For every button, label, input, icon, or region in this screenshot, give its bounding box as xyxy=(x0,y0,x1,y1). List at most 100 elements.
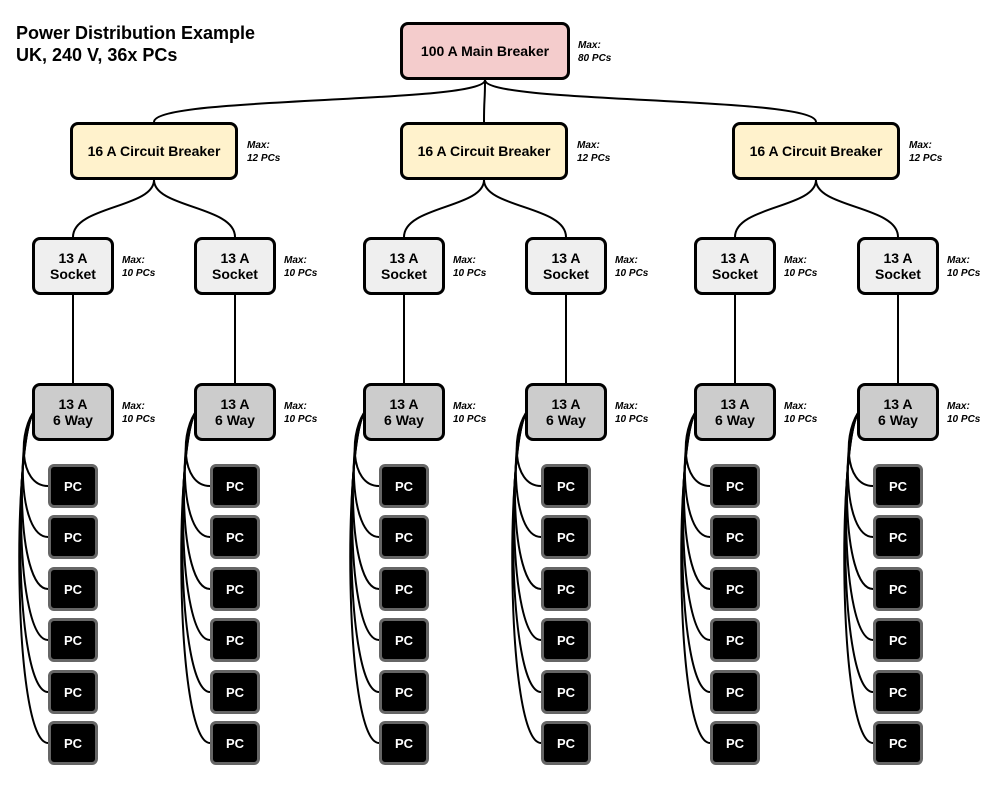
pc-5-2: PC xyxy=(710,515,760,559)
pc-1-3: PC xyxy=(48,567,98,611)
pc-2-5: PC xyxy=(210,670,260,714)
max-label: Max: xyxy=(247,140,270,151)
pc-2-4: PC xyxy=(210,618,260,662)
extension-lead-6-max: Max: 10 PCs xyxy=(947,400,980,426)
pc-6-6: PC xyxy=(873,721,923,765)
pc-3-3: PC xyxy=(379,567,429,611)
pc-2-3: PC xyxy=(210,567,260,611)
extension-lead-1-max: Max: 10 PCs xyxy=(122,400,155,426)
extension-lead-3-max: Max: 10 PCs xyxy=(453,400,486,426)
max-value: 10 PCs xyxy=(122,414,156,425)
pc-5-6: PC xyxy=(710,721,760,765)
pc-5-5: PC xyxy=(710,670,760,714)
max-label: Max: xyxy=(909,140,932,151)
circuit-breaker-3-max: Max: 12 PCs xyxy=(909,139,942,165)
pc-4-5: PC xyxy=(541,670,591,714)
pc-1-1: PC xyxy=(48,464,98,508)
pc-4-2: PC xyxy=(541,515,591,559)
max-label: Max: xyxy=(784,401,807,412)
circuit-breaker-2: 16 A Circuit Breaker xyxy=(400,122,568,180)
extension-lead-2-max: Max: 10 PCs xyxy=(284,400,317,426)
max-value: 80 PCs xyxy=(578,53,612,64)
pc-1-4: PC xyxy=(48,618,98,662)
extension-lead-5-max: Max:10 PCs xyxy=(784,400,817,426)
pc-3-5: PC xyxy=(379,670,429,714)
max-value: 10 PCs xyxy=(453,414,487,425)
max-label: Max: xyxy=(615,255,638,266)
extension-line-1: 13 A xyxy=(220,396,250,412)
circuit-breaker-1-max: Max: 12 PCs xyxy=(247,139,280,165)
pc-2-1: PC xyxy=(210,464,260,508)
socket-line-1: 13 A xyxy=(551,250,581,266)
max-label: Max: xyxy=(577,140,600,151)
max-label: Max: xyxy=(453,255,476,266)
pc-1-5: PC xyxy=(48,670,98,714)
max-label: Max: xyxy=(122,401,145,412)
pc-4-6: PC xyxy=(541,721,591,765)
pc-5-1: PC xyxy=(710,464,760,508)
max-value: 10 PCs xyxy=(615,268,649,279)
socket-1-max: Max:10 PCs xyxy=(122,254,155,280)
max-value: 12 PCs xyxy=(909,153,943,164)
socket-2-max: Max: 10 PCs xyxy=(284,254,317,280)
socket-6-max: Max: 10 PCs xyxy=(947,254,980,280)
socket-line-1: 13 A xyxy=(883,250,913,266)
socket-line-1: 13 A xyxy=(720,250,750,266)
max-value: 10 PCs xyxy=(947,414,981,425)
max-label: Max: xyxy=(947,401,970,412)
max-value: 10 PCs xyxy=(947,268,981,279)
diagram-title: Power Distribution Example UK, 240 V, 36… xyxy=(16,22,255,66)
max-value: 10 PCs xyxy=(284,268,318,279)
main-breaker: 100 A Main Breaker xyxy=(400,22,570,80)
pc-4-4: PC xyxy=(541,618,591,662)
socket-line-1: 13 A xyxy=(389,250,419,266)
pc-2-6: PC xyxy=(210,721,260,765)
socket-line-2: Socket xyxy=(712,266,758,282)
pc-6-4: PC xyxy=(873,618,923,662)
pc-3-6: PC xyxy=(379,721,429,765)
max-value: 10 PCs xyxy=(284,414,318,425)
main-breaker-max: Max: 80 PCs xyxy=(578,39,611,65)
max-label: Max: xyxy=(284,401,307,412)
max-label: Max: xyxy=(284,255,307,266)
pc-4-3: PC xyxy=(541,567,591,611)
socket-line-2: Socket xyxy=(50,266,96,282)
max-label: Max: xyxy=(784,255,807,266)
extension-line-1: 13 A xyxy=(551,396,581,412)
pc-1-6: PC xyxy=(48,721,98,765)
max-label: Max: xyxy=(615,401,638,412)
extension-line-2: 6 Way xyxy=(715,412,755,428)
pc-3-2: PC xyxy=(379,515,429,559)
title-line-1: Power Distribution Example xyxy=(16,23,256,43)
pc-1-2: PC xyxy=(48,515,98,559)
extension-line-1: 13 A xyxy=(389,396,419,412)
pc-5-3: PC xyxy=(710,567,760,611)
max-label: Max: xyxy=(453,401,476,412)
max-label: Max: xyxy=(947,255,970,266)
socket-line-2: Socket xyxy=(381,266,427,282)
extension-line-2: 6 Way xyxy=(384,412,424,428)
max-value: 12 PCs xyxy=(247,153,281,164)
socket-5-max: Max: 10 PCs xyxy=(784,254,817,280)
pc-6-1: PC xyxy=(873,464,923,508)
extension-line-2: 6 Way xyxy=(546,412,586,428)
extension-line-2: 6 Way xyxy=(53,412,93,428)
max-label: Max: xyxy=(578,40,601,51)
max-value: 10 PCs xyxy=(784,268,818,279)
max-value: 10 PCs xyxy=(453,268,487,279)
title-line-2: UK, 240 V, 36x PCs xyxy=(16,45,178,65)
circuit-breaker-2-max: Max:12 PCs xyxy=(577,139,610,165)
socket-line-2: Socket xyxy=(212,266,258,282)
extension-line-1: 13 A xyxy=(58,396,88,412)
